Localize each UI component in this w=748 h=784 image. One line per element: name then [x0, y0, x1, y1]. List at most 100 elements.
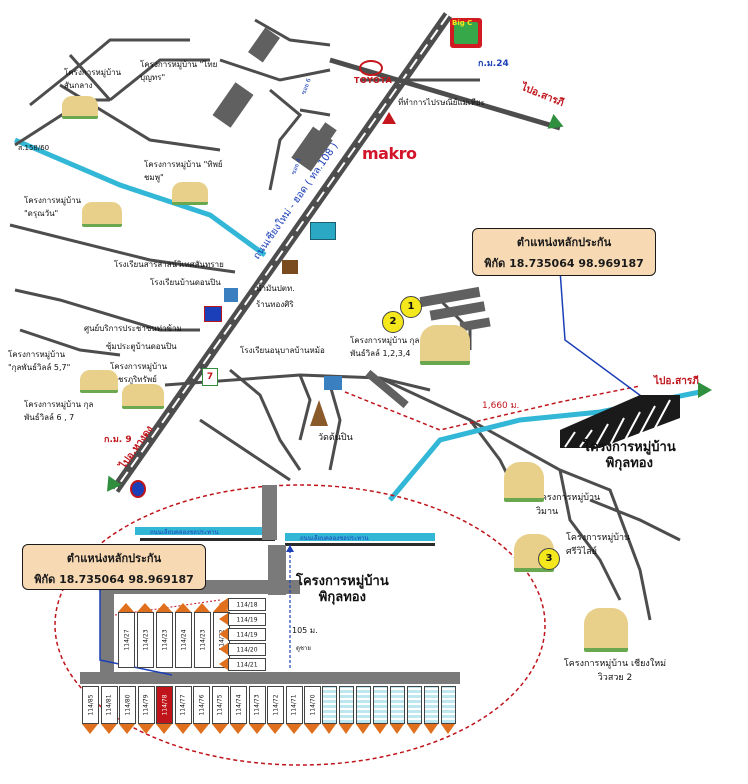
lot-arrow-icon [119, 724, 135, 734]
label-proj-chiangmai: โครงการหมู่บ้าน เชียงใหม่ วิวสวย 2 [563, 659, 667, 683]
lot-box: 114/85 [82, 686, 99, 724]
label-school-2: โรงเรียนบ้านดอนปิน [150, 278, 221, 287]
detail-label-road: ดูชาย [296, 645, 311, 652]
lot-arrow-icon [174, 724, 191, 734]
lot-arrow-icon [356, 724, 370, 734]
lot-arrow-icon [304, 724, 320, 734]
callout-collateral-top: ตำแหน่งหลักประกัน พิกัด 18.735064 98.969… [472, 228, 656, 276]
lot-arrow-icon [390, 724, 404, 734]
school-icon [282, 260, 298, 274]
lot-box: 114/79 [137, 686, 155, 724]
house-icon [82, 202, 122, 227]
soi-label-2: ซอย 6 [300, 77, 312, 95]
lot-box: 114/75 [211, 686, 229, 724]
sign-km24: ก.ม.24 [478, 59, 509, 69]
house-icon [62, 96, 98, 119]
building-icon [310, 222, 336, 240]
badge-3: 3 [538, 548, 560, 570]
lot-arrow-icon [339, 724, 353, 734]
lot-arrow-icon [211, 724, 228, 734]
lot-box: 114/76 [193, 686, 210, 724]
bigc-logo: Big C [450, 18, 482, 48]
lot-box: 114/19 [228, 613, 266, 626]
lot-arrow-icon [219, 598, 228, 610]
lot-box: 114/23 [194, 612, 211, 668]
detail-canal-label-left: ถนนเลียบคลองชลประทาน [150, 528, 219, 536]
lot-block-cyan [390, 686, 405, 724]
label-proj-sriwilai: โครงการหมู่บ้าน ศรีวิไลย์ [566, 533, 631, 557]
sign-km9: ก.ม. 9 [104, 435, 132, 445]
lot-block-cyan [407, 686, 422, 724]
lot-box: 114/73 [248, 686, 266, 724]
target-lot: 114/78 [156, 686, 173, 724]
label-proj-kulpan-67: โครงการหมู่บ้าน กุลพันธ์วิลล์ 6 , 7 [24, 400, 94, 422]
lot-arrow-icon [424, 724, 438, 734]
badge-2: 2 [382, 311, 404, 333]
lot-arrow-icon [248, 724, 265, 734]
detail-ellipse [54, 484, 546, 766]
label-proj-thai-bunthun: โครงการหมู่บ้าน "ไทยบุญทร" [140, 60, 218, 82]
label-shop: ร้านทองศิริ [256, 300, 294, 309]
label-proj-kulpan-57: โครงการหมู่บ้าน "กุลพันธ์วิลล์ 5,7" [8, 350, 71, 372]
lot-box: 114/24 [175, 612, 192, 668]
lot-block-cyan [424, 686, 439, 724]
lot-box: 114/27 [118, 612, 135, 668]
route-path-1660m [344, 385, 641, 431]
lot-box: 114/74 [230, 686, 247, 724]
gas-icon [204, 306, 222, 322]
lot-arrow-icon [193, 724, 209, 734]
soi-label-1: ซอย 4 [290, 157, 302, 175]
lot-box: 114/72 [267, 686, 284, 724]
makro-logo: makro [362, 144, 417, 163]
lot-arrow-icon [373, 724, 387, 734]
lot-block-cyan [373, 686, 388, 724]
school-icon [224, 288, 238, 302]
mitsubishi-icon [382, 112, 396, 124]
house-icon [80, 370, 118, 393]
lot-box: 114/18 [228, 598, 266, 611]
label-phikul-detail: โครงการหมู่บ้านพิกุลทอง [296, 574, 389, 605]
school-icon [324, 376, 342, 390]
detail-callout-pointer [99, 588, 173, 676]
callout-pointer-line [559, 269, 661, 411]
lot-arrow-icon [219, 613, 228, 625]
label-temple: วัดต้นปิน [318, 433, 353, 443]
lot-arrow-icon [194, 603, 210, 612]
lot-arrow-icon [267, 724, 283, 734]
temple-icon [310, 400, 328, 426]
lot-box: 114/23 [156, 612, 173, 668]
house-icon [584, 608, 628, 652]
callout-title: ตำแหน่งหลักประกัน [66, 552, 162, 565]
canal-upper [14, 137, 267, 258]
lot-block-cyan [441, 686, 456, 724]
badge-1: 1 [400, 296, 422, 318]
house-icon [504, 462, 544, 502]
label-center-2: ซุ้มประตูบ้านดอนปิน [106, 342, 177, 351]
label-proj-thip: โครงการหมู่บ้าน "ทิพย์ชมพู" [144, 160, 223, 182]
to-sarapee-right: ไปอ.สารภี [654, 376, 699, 387]
lot-arrow-icon [100, 724, 117, 734]
callout-title: ตำแหน่งหลักประกัน [516, 236, 612, 249]
lot-arrow-icon [322, 724, 336, 734]
lot-block-cyan [322, 686, 337, 724]
lot-box: 114/21 [228, 658, 266, 671]
lot-box: 114/19 [228, 628, 266, 641]
label-school-1: โรงเรียนสารสาสน์วิเทศสันทราย [114, 260, 224, 269]
callout-coords: พิกัด 18.735064 98.969187 [34, 573, 194, 586]
phikul-thong-parcel [560, 395, 680, 448]
lot-arrow-icon [175, 603, 191, 612]
lot-box: 114/80 [119, 686, 136, 724]
lot-box: 114/77 [174, 686, 192, 724]
lot-block-cyan [339, 686, 354, 724]
lot-arrow-icon [156, 603, 172, 612]
arrow-sarapee-right-icon [698, 382, 712, 398]
label-phikul-main: โครงการหมู่บ้านพิกุลทอง [583, 440, 676, 471]
callout-coords: พิกัด 18.735064 98.969187 [484, 257, 644, 270]
toyota-logo: TOYOTA [354, 60, 392, 86]
7eleven-icon: 7 [202, 368, 218, 386]
ptt-icon [130, 480, 146, 498]
lot-arrow-icon [137, 603, 153, 612]
label-proj-phetcharat: โครงการหมู่บ้าน เพชรภูริทรัพย์ [110, 362, 168, 384]
housing-blocks-kulpan [365, 286, 491, 409]
